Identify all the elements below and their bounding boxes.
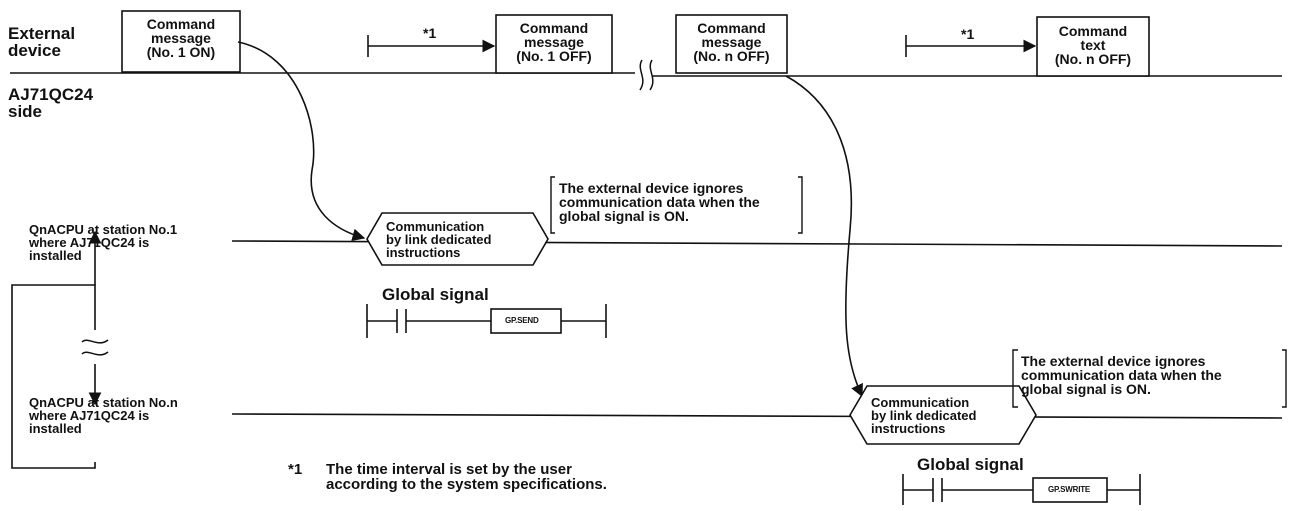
message-text-1: Command message (No. 1 ON) <box>146 16 216 60</box>
timeline-break-mark <box>639 59 654 91</box>
bracket-break-mark <box>81 339 109 356</box>
message-box-1 <box>121 10 241 73</box>
comm-text-1: Communication by link dedicated instruct… <box>386 219 492 260</box>
station-n-timeline <box>231 413 1283 419</box>
module-side-label: AJ71QC24 side <box>8 85 94 121</box>
comm-hexagon-2 <box>849 385 1037 445</box>
station-n-label: QnACPU at station No.n where AJ71QC24 is… <box>29 395 178 436</box>
comm-text-2: Communication by link dedicated instruct… <box>871 395 977 436</box>
note-brace-2-left <box>1012 349 1018 408</box>
station-bracket <box>11 284 96 469</box>
message-box-2 <box>495 14 613 74</box>
global-signal-label-2: Global signal <box>917 455 1024 474</box>
message-text-3: Command message (No. n OFF) <box>693 20 770 64</box>
note-brace-1-left <box>550 176 555 234</box>
external-device-label: External device <box>8 24 76 60</box>
footnote-text: The time interval is set by the user acc… <box>326 461 607 493</box>
note-text-2: The external device ignores communicatio… <box>1021 353 1222 397</box>
instruction-label-1: GP.SEND <box>505 316 539 325</box>
footnote-mark: *1 <box>288 461 303 478</box>
note-brace-2-right <box>1282 349 1287 408</box>
message-box-4 <box>1036 16 1150 77</box>
note-brace-1-right <box>798 176 803 234</box>
note-text-1: The external device ignores communicatio… <box>559 180 760 224</box>
global-signal-label-1: Global signal <box>382 285 489 304</box>
message-text-2: Command message (No. 1 OFF) <box>516 20 592 64</box>
message-text-4: Command text (No. n OFF) <box>1054 23 1132 67</box>
instruction-label-2: GP.SWRITE <box>1048 485 1091 494</box>
flow-arrow-2 <box>785 75 863 398</box>
interval-mark-2: *1 <box>961 26 975 42</box>
message-box-3 <box>675 14 788 74</box>
flow-arrow-1 <box>237 41 366 242</box>
comm-hexagon-1 <box>366 212 549 266</box>
interval-mark-1: *1 <box>423 25 437 41</box>
station-1-label: QnACPU at station No.1 where AJ71QC24 is… <box>29 222 178 263</box>
